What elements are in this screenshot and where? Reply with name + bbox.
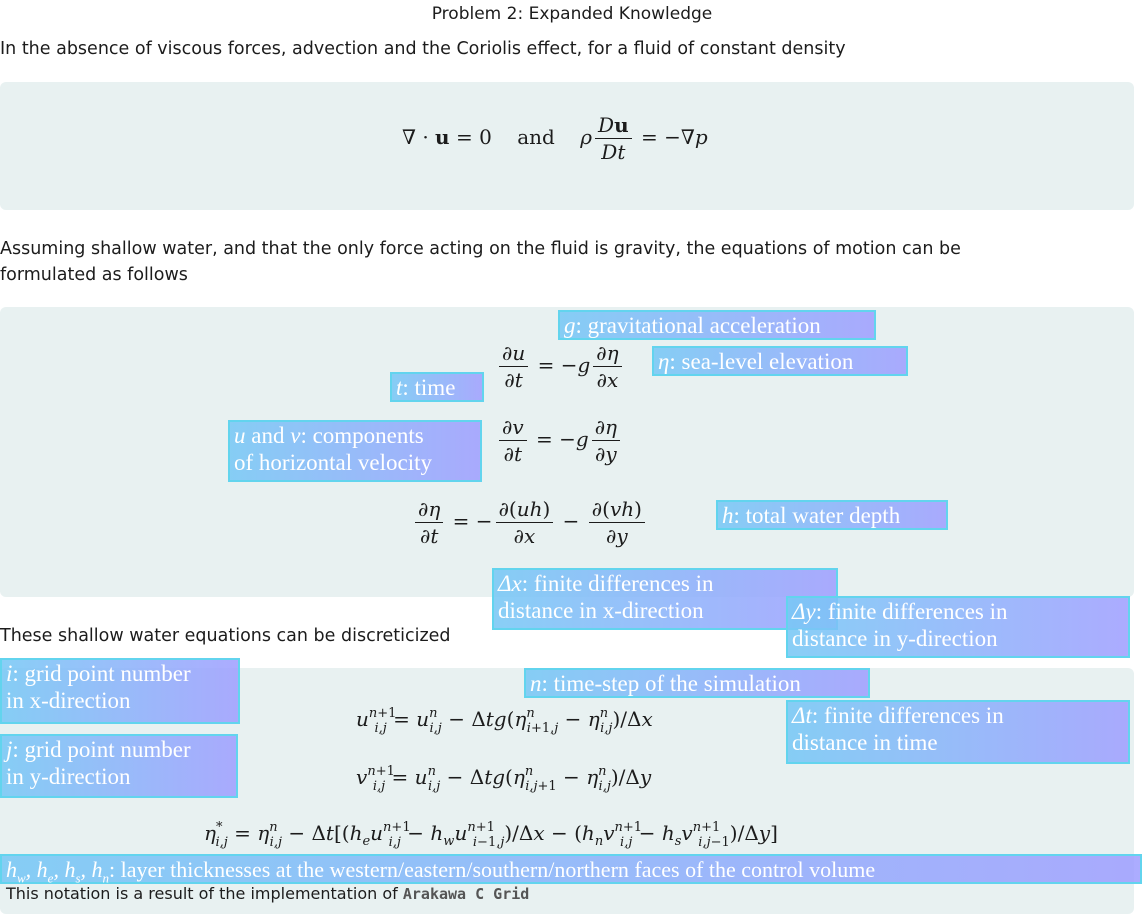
- annotation-eta: η: sea-level elevation: [652, 346, 908, 376]
- continuity-equation: ∂η∂t = −∂(uh)∂x − ∂(vh)∂y: [412, 498, 648, 547]
- v-momentum-equation: ∂v∂t = −g∂η∂y: [496, 416, 623, 465]
- annotation-dx: Δx: finite differences in distance in x-…: [492, 568, 838, 630]
- annotation-i: i: grid point number in x-direction: [0, 658, 240, 724]
- assume-text: Assuming shallow water, and that the onl…: [0, 239, 961, 259]
- discrete-text: These shallow water equations can be dis…: [0, 626, 451, 646]
- annotation-layer-thickness: hw, he, hs, hn: layer thicknesses at the…: [0, 854, 1142, 885]
- page-title: Problem 2: Expanded Knowledge: [431, 4, 713, 24]
- annotation-t: t: time: [390, 372, 484, 402]
- u-discrete-equation: un+1i,j = uni,j − Δtg(ηni+1,j − ηni,j)/Δ…: [356, 706, 653, 736]
- annotation-n: n: time-step of the simulation: [524, 668, 870, 698]
- assume-text-2: formulated as follows: [0, 265, 188, 285]
- annotation-h: h: total water depth: [716, 500, 948, 530]
- u-momentum-equation: ∂u∂t = −g∂η∂x: [496, 342, 625, 391]
- annotation-g: g: gravitational acceleration: [558, 310, 876, 340]
- note-text: This notation is a result of the impleme…: [6, 881, 529, 907]
- equation-box-1: [0, 82, 1134, 210]
- equation-box-2: [0, 307, 1134, 597]
- eta-discrete-equation: η*i,j = ηni,j − Δt[(heun+1i,j − hwun+1i−…: [204, 820, 778, 850]
- arakawa-code: Arakawa C Grid: [402, 885, 530, 903]
- annotation-dy: Δy: finite differences in distance in y-…: [786, 596, 1130, 658]
- annotation-j: j: grid point number in y-direction: [0, 734, 238, 798]
- annotation-uv: u and v: components of horizontal veloci…: [228, 420, 482, 482]
- annotation-dt: Δt: finite differences in distance in ti…: [786, 700, 1130, 764]
- v-discrete-equation: vn+1i,j = uni,j − Δtg(ηni,j+1 − ηni,j)/Δ…: [356, 764, 652, 794]
- note-prefix: This notation is a result of the impleme…: [6, 884, 398, 903]
- and-word: and: [517, 125, 555, 149]
- intro-text: In the absence of viscous forces, advect…: [0, 39, 846, 59]
